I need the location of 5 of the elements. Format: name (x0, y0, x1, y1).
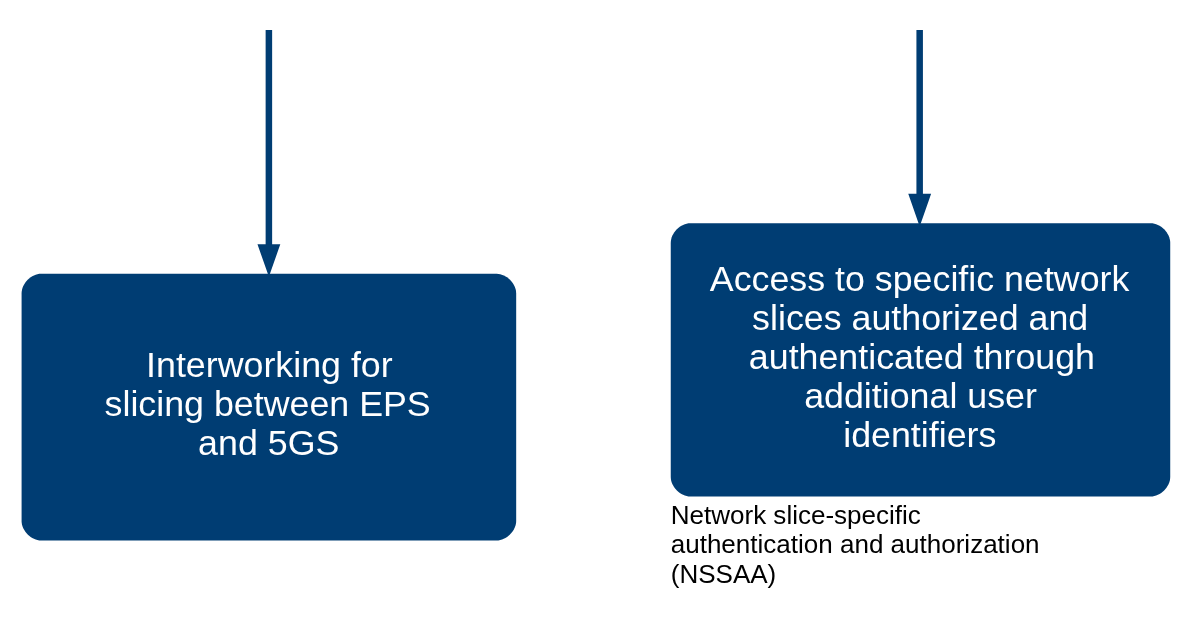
arrow (908, 29, 932, 226)
node-label: Network slice-specific authentication and authorization (NSSAA) (670, 499, 1040, 589)
node-box: Access to specific network slices authorized and authenticated through additional user identifiers (670, 222, 1171, 497)
node-box: Interworking for slicing between EPS and 5GS (21, 273, 517, 541)
arrow (257, 29, 281, 277)
